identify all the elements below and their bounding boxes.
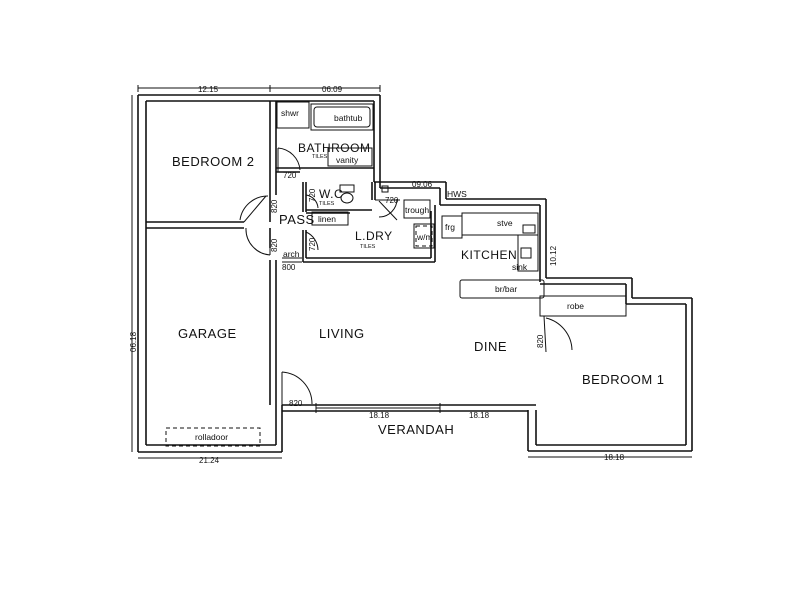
room-label-living: LIVING (319, 326, 365, 341)
dim-door-bathroom: 720 (283, 171, 297, 180)
breakfast-bar (459, 279, 545, 299)
label-brbar: br/bar (495, 284, 517, 294)
label-vanity: vanity (336, 155, 359, 165)
exterior-walls (137, 94, 693, 453)
dim-door-bedroom1: 820 (536, 334, 545, 348)
dim-door-wc: 720 (308, 188, 317, 202)
dim-door-ldry-top: 720 (385, 196, 399, 205)
dim-verandah-right: 18.18 (469, 411, 490, 420)
dimension-lines (131, 85, 692, 459)
room-label-bathroom: BATHROOM (298, 141, 370, 155)
dim-garage-bottom: 21.24 (199, 456, 220, 465)
dim-hws: 09.06 (412, 180, 433, 189)
vanity (327, 147, 373, 167)
dim-garage-side: 06.18 (129, 331, 138, 352)
dim-door-pass: 820 (270, 238, 279, 252)
label-bathtub: bathtub (334, 113, 363, 123)
washing-machine (413, 223, 435, 249)
label-wm: w/m (416, 232, 433, 242)
dim-door-living: 820 (289, 399, 303, 408)
label-hws: HWS (447, 189, 467, 199)
dim-top-left: 12.15 (198, 85, 219, 94)
label-shwr: shwr (281, 108, 299, 118)
room-label-dine: DINE (474, 339, 507, 354)
label-trough: trough (405, 205, 429, 215)
label-sink: sink (512, 262, 528, 272)
dim-door-bedroom2: 820 (270, 199, 279, 213)
tiles-note-wc: TILES (319, 201, 335, 207)
room-label-bedroom1: BEDROOM 1 (582, 372, 665, 387)
stove-bench (461, 212, 539, 236)
trough (403, 199, 431, 219)
linen-cupboard (311, 211, 349, 226)
room-label-kitchen: KITCHEN (461, 248, 517, 262)
label-frg: frg (445, 222, 455, 232)
label-rolladoor: rolladoor (195, 432, 228, 442)
sink-bench (517, 234, 539, 272)
dim-bedroom1-bottom: 18.18 (604, 453, 625, 462)
robe (539, 295, 627, 317)
bathtub (310, 103, 374, 131)
shower (276, 101, 310, 129)
tiles-note-ldry: TILES (360, 244, 376, 250)
room-label-ldry: L.DRY (355, 229, 393, 243)
interior-walls (146, 101, 436, 405)
room-label-verandah: VERANDAH (378, 422, 454, 437)
tiles-note-bathroom: TILES (312, 154, 328, 160)
dim-kitchen-side: 10.12 (549, 245, 558, 266)
dim-verandah-left: 18.18 (369, 411, 390, 420)
room-label-garage: GARAGE (178, 326, 237, 341)
label-robe: robe (567, 301, 584, 311)
fixtures (165, 101, 627, 447)
room-label-pass: PASS (279, 212, 315, 227)
label-stve: stve (497, 218, 513, 228)
label-arch: arch (283, 249, 300, 259)
dim-door-800: 800 (282, 263, 296, 272)
room-label-bedroom2: BEDROOM 2 (172, 154, 255, 169)
toilet (339, 184, 355, 193)
doors (239, 147, 573, 405)
dim-top-right: 06.09 (322, 85, 343, 94)
label-linen: linen (318, 214, 336, 224)
dim-door-ldry: 720 (308, 237, 317, 251)
room-label-wc: W.C (319, 187, 343, 201)
